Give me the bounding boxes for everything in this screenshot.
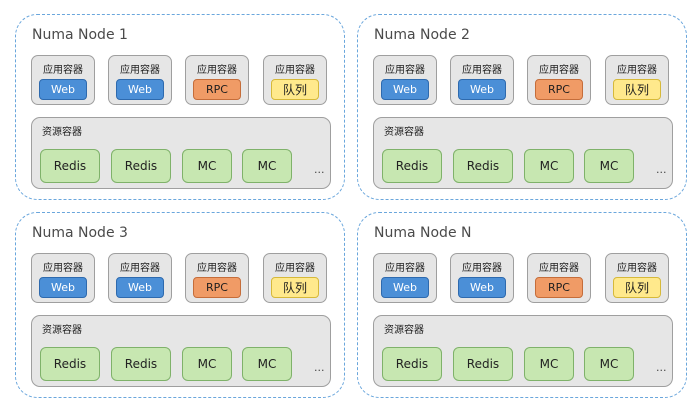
app-container: 应用容器 Web (31, 253, 95, 303)
resource-container: 资源容器 Redis Redis MC MC... (31, 315, 331, 387)
cache-redis-box: Redis (382, 347, 442, 381)
numa-node: Numa Node N 应用容器 Web 应用容器 Web 应用容器 RPC 应用容器队列资源… (357, 212, 687, 398)
cache-redis-box: Redis (111, 149, 171, 183)
cache-mc-box: MC (524, 149, 574, 183)
cache-redis-box: Redis (111, 347, 171, 381)
resource-container: 资源容器 Redis Redis MC MC... (31, 117, 331, 189)
numa-node-title: Numa Node N (374, 225, 472, 241)
service-web-box: Web (39, 277, 87, 298)
app-container: 应用容器 RPC (185, 253, 249, 303)
app-container-label: 应用容器 (539, 65, 579, 76)
app-container: 应用容器 Web (373, 253, 437, 303)
cache-redis-box: Redis (382, 149, 442, 183)
more-ellipsis: ... (656, 163, 667, 176)
cache-mc-box: MC (242, 149, 292, 183)
app-container-label: 应用容器 (120, 263, 160, 274)
cache-mc-box: MC (524, 347, 574, 381)
app-container-label: 应用容器 (43, 65, 83, 76)
service-web-box: Web (381, 79, 429, 100)
app-container: 应用容器队列 (605, 55, 669, 105)
numa-node-title: Numa Node 3 (32, 225, 128, 241)
cache-redis-box: Redis (453, 149, 513, 183)
app-container: 应用容器队列 (263, 55, 327, 105)
app-container-label: 应用容器 (197, 263, 237, 274)
service-web-box: Web (116, 277, 164, 298)
service-rpc-box: RPC (193, 79, 241, 100)
cache-mc-box: MC (182, 347, 232, 381)
resource-container-label: 资源容器 (384, 325, 424, 336)
app-container-label: 应用容器 (385, 65, 425, 76)
service-queue-box: 队列 (271, 79, 319, 100)
service-queue-box: 队列 (613, 277, 661, 298)
more-ellipsis: ... (314, 361, 325, 374)
service-rpc-box: RPC (535, 79, 583, 100)
app-container: 应用容器 RPC (185, 55, 249, 105)
numa-node: Numa Node 2 应用容器 Web 应用容器 Web 应用容器 RPC 应用容器队列资源… (357, 14, 687, 200)
service-queue-box: 队列 (271, 277, 319, 298)
app-container-label: 应用容器 (120, 65, 160, 76)
resource-container: 资源容器 Redis Redis MC MC... (373, 315, 673, 387)
service-web-box: Web (116, 79, 164, 100)
app-container: 应用容器队列 (605, 253, 669, 303)
app-container-label: 应用容器 (617, 65, 657, 76)
app-container: 应用容器 Web (108, 253, 172, 303)
app-container: 应用容器 RPC (527, 253, 591, 303)
cache-redis-box: Redis (40, 347, 100, 381)
numa-node: Numa Node 1 应用容器 Web 应用容器 Web 应用容器 RPC 应用容器队列资源… (15, 14, 345, 200)
app-container-label: 应用容器 (539, 263, 579, 274)
app-container-label: 应用容器 (43, 263, 83, 274)
cache-mc-box: MC (242, 347, 292, 381)
more-ellipsis: ... (656, 361, 667, 374)
service-rpc-box: RPC (193, 277, 241, 298)
numa-node: Numa Node 3 应用容器 Web 应用容器 Web 应用容器 RPC 应用容器队列资源… (15, 212, 345, 398)
app-container-label: 应用容器 (617, 263, 657, 274)
numa-node-title: Numa Node 2 (374, 27, 470, 43)
app-container: 应用容器队列 (263, 253, 327, 303)
more-ellipsis: ... (314, 163, 325, 176)
cache-redis-box: Redis (453, 347, 513, 381)
service-queue-box: 队列 (613, 79, 661, 100)
service-web-box: Web (39, 79, 87, 100)
numa-node-title: Numa Node 1 (32, 27, 128, 43)
app-container-label: 应用容器 (197, 65, 237, 76)
resource-container-label: 资源容器 (384, 127, 424, 138)
app-container-label: 应用容器 (385, 263, 425, 274)
service-web-box: Web (381, 277, 429, 298)
app-container: 应用容器 Web (373, 55, 437, 105)
app-container: 应用容器 RPC (527, 55, 591, 105)
resource-container: 资源容器 Redis Redis MC MC... (373, 117, 673, 189)
app-container-label: 应用容器 (275, 65, 315, 76)
service-rpc-box: RPC (535, 277, 583, 298)
app-container: 应用容器 Web (108, 55, 172, 105)
app-container: 应用容器 Web (31, 55, 95, 105)
app-container: 应用容器 Web (450, 55, 514, 105)
app-container-label: 应用容器 (275, 263, 315, 274)
app-container-label: 应用容器 (462, 65, 502, 76)
resource-container-label: 资源容器 (42, 325, 82, 336)
app-container-label: 应用容器 (462, 263, 502, 274)
resource-container-label: 资源容器 (42, 127, 82, 138)
cache-mc-box: MC (584, 347, 634, 381)
cache-mc-box: MC (182, 149, 232, 183)
cache-mc-box: MC (584, 149, 634, 183)
cache-redis-box: Redis (40, 149, 100, 183)
service-web-box: Web (458, 79, 506, 100)
app-container: 应用容器 Web (450, 253, 514, 303)
service-web-box: Web (458, 277, 506, 298)
